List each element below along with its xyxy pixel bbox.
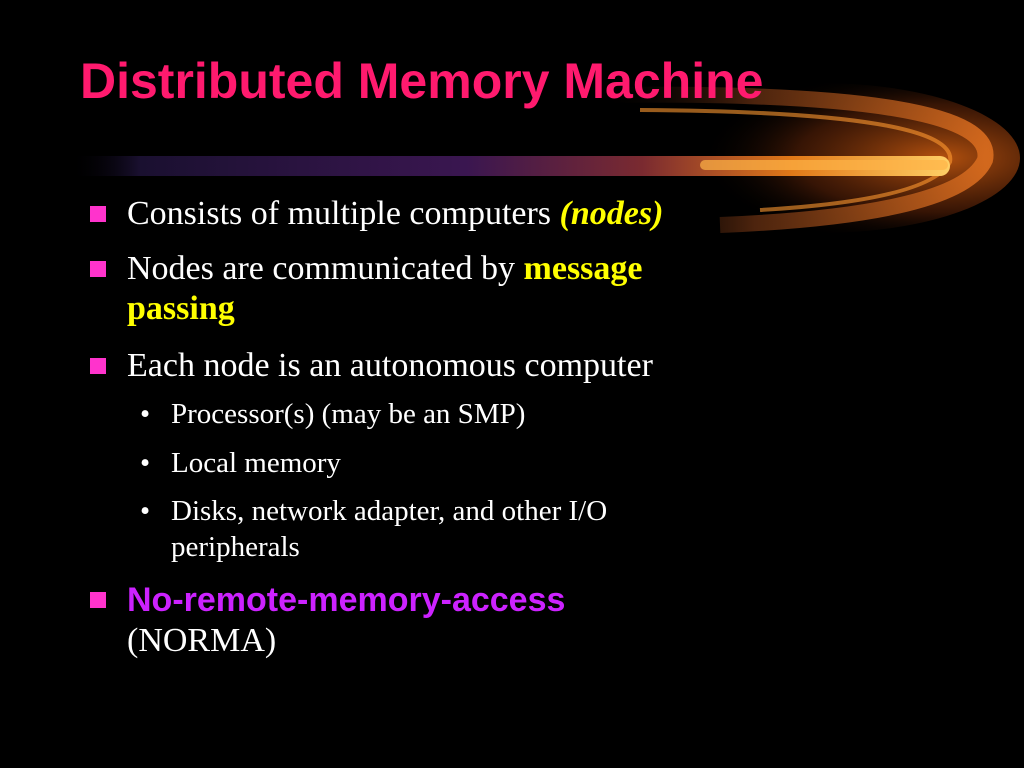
round-bullet-icon: • xyxy=(140,447,151,479)
bullet-text: Consists of multiple computers (nodes) xyxy=(127,195,664,232)
highlight-text: message xyxy=(523,250,643,287)
bullet-text: No-remote-memory-access(NORMA) xyxy=(127,581,566,659)
highlight-text: passing xyxy=(127,290,235,327)
bullet-item: No-remote-memory-access(NORMA) xyxy=(90,580,910,661)
sub-bullet-text: Local memory xyxy=(171,447,341,479)
square-bullet-icon xyxy=(90,261,106,277)
bullet-text: Each node is an autonomous computer xyxy=(127,347,653,384)
round-bullet-icon: • xyxy=(140,398,151,430)
square-bullet-icon xyxy=(90,358,106,374)
slide-title: Distributed Memory Machine xyxy=(80,53,764,109)
sub-bullet-text: Processor(s) (may be an SMP) xyxy=(171,398,526,430)
sub-bullet-item: • Local memory xyxy=(140,445,840,481)
highlight-text: (nodes) xyxy=(559,195,664,232)
bullet-item: Consists of multiple computers (nodes) xyxy=(90,194,910,234)
highlight-text: No-remote-memory-access xyxy=(127,581,566,619)
square-bullet-icon xyxy=(90,206,106,222)
bullet-item: Each node is an autonomous computer xyxy=(90,346,910,386)
square-bullet-icon xyxy=(90,592,106,608)
round-bullet-icon: • xyxy=(140,495,151,527)
sub-bullet-item: • Processor(s) (may be an SMP) xyxy=(140,396,840,432)
